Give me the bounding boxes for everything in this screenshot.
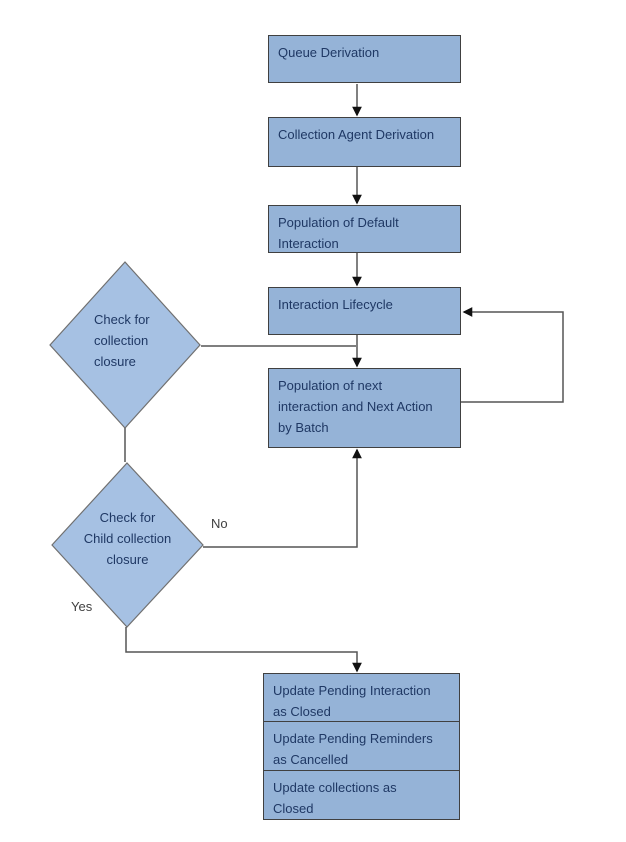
node-update-pending-reminders-as-cancelled: Update Pending Reminders as Cancelled	[263, 721, 460, 771]
node-population-of-next-interaction: Population of next interaction and Next …	[268, 368, 461, 448]
node-queue-derivation: Queue Derivation	[268, 35, 461, 83]
connector-yes-path-to-update-boxes	[125, 627, 362, 673]
connector-loop-pop-next-to-lifecycle	[461, 307, 564, 403]
node-update-pending-interaction-as-closed: Update Pending Interaction as Closed	[263, 673, 460, 722]
decision-check-collection-closure	[49, 261, 201, 429]
connector-no-path-to-pop-next	[203, 448, 362, 548]
edge-label-no: No	[211, 516, 228, 531]
decision-check-child-collection-closure	[51, 462, 204, 628]
node-update-collections-as-closed: Update collections as Closed	[263, 770, 460, 820]
node-interaction-lifecycle: Interaction Lifecycle	[268, 287, 461, 335]
edge-label-yes: Yes	[71, 599, 93, 614]
node-population-of-default-interaction: Population of Default Interaction	[268, 205, 461, 253]
node-collection-agent-derivation: Collection Agent Derivation	[268, 117, 461, 167]
